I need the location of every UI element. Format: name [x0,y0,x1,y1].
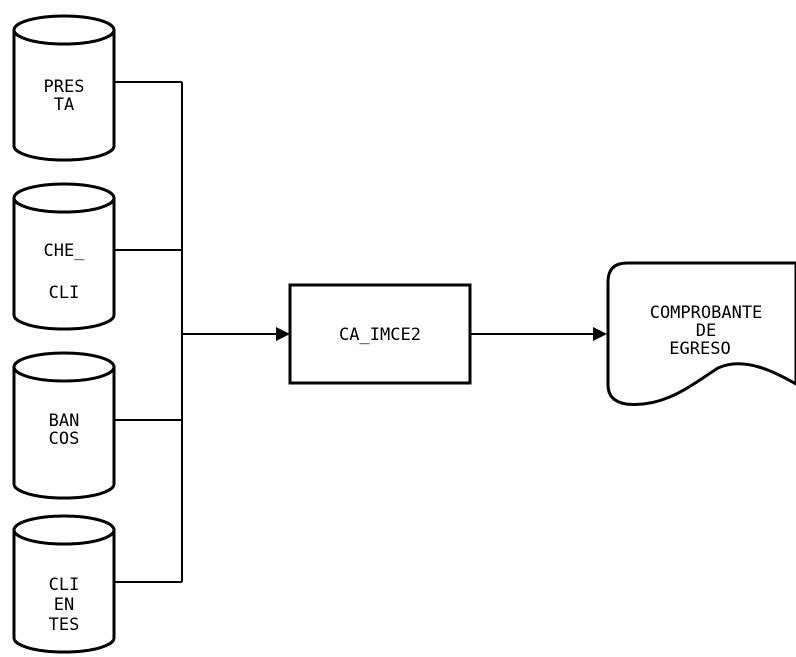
datastore-label-line: CLI [49,283,80,303]
datastore-che-cli: CHE_ CLI [12,182,116,331]
connectors [114,81,607,583]
datastore-label-line: BAN [49,411,80,431]
datastore-label-line: TES [49,615,80,635]
arrowhead-to-process [276,327,290,341]
datastore-presta: PRES TA [12,14,116,162]
document-label-line: EGRESO [669,339,730,359]
datastore-label-line: COS [49,429,80,449]
process-box: CA_IMCE2 [288,283,472,385]
datastore-label-line: CLI [49,575,80,595]
datastore-bancos: BAN COS [12,351,116,500]
datastore-label-line: EN [54,595,74,615]
datastore-clientes: CLI EN TES [12,514,116,654]
datastore-label-line: PRES [44,77,85,97]
process-label: CA_IMCE2 [339,325,421,345]
document-comprobante-de-egreso: COMPROBANTE DE EGRESO [606,261,796,406]
document-label-line: COMPROBANTE [650,303,763,323]
datastore-label-line: CHE_ [44,241,86,261]
datastore-label-line: TA [54,95,74,115]
document-label-line: DE [696,321,716,341]
arrowhead-to-output [593,327,607,341]
